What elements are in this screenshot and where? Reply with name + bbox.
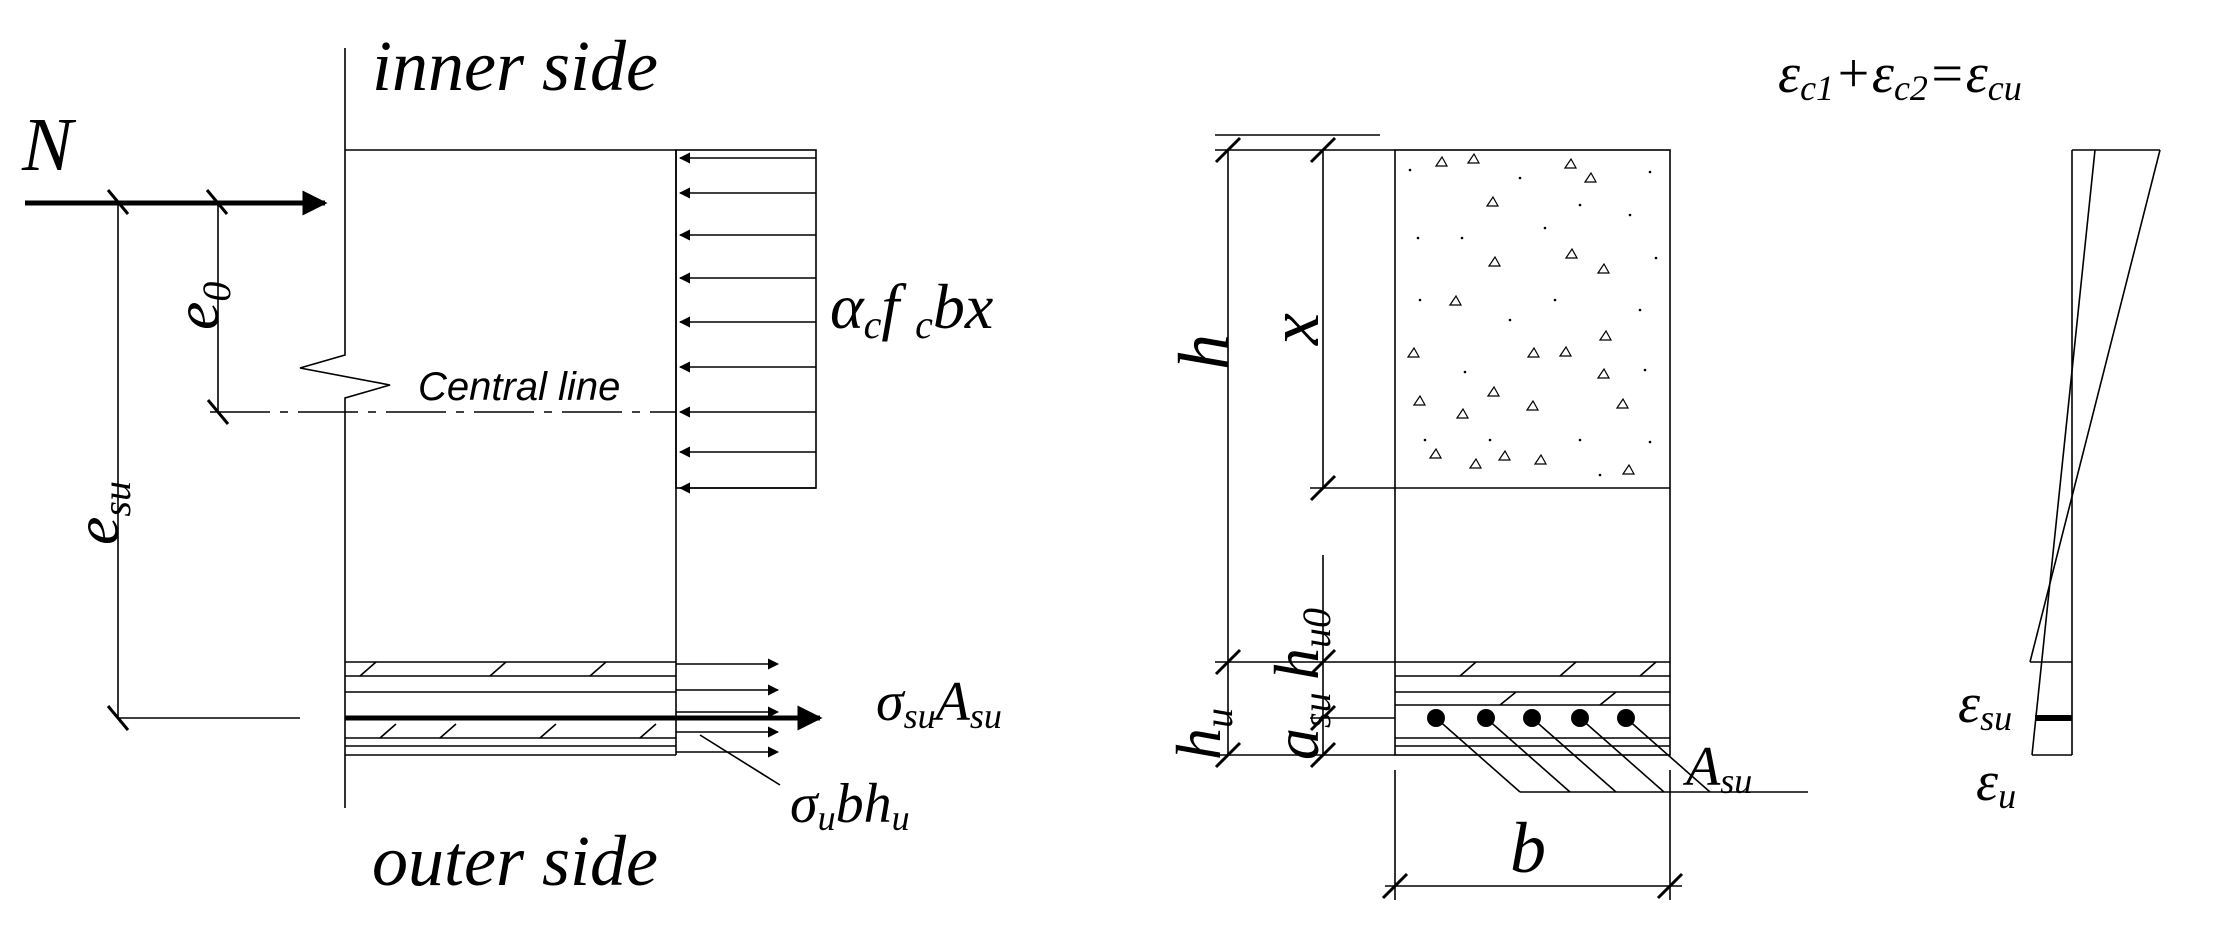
central-line-label: Central line — [418, 365, 620, 409]
strain-equation: εc1+εc2=εcu — [1778, 43, 2022, 108]
strain-line-1 — [2029, 149, 2161, 663]
rebars — [1427, 709, 1635, 727]
layer-force-arrows — [676, 658, 781, 786]
hu0-label: hu0 — [1261, 608, 1339, 680]
wall-left-edge — [299, 48, 391, 808]
inner-side-label: inner side — [372, 26, 658, 106]
reinforcement-layer — [345, 661, 676, 747]
middle-panel: Asu h hu x hu0 asu — [1163, 134, 1808, 900]
stress-block — [675, 149, 817, 489]
concrete-texture — [1406, 152, 1636, 475]
esu-top-tick — [106, 189, 130, 215]
layer-force-label: σubhu — [790, 773, 910, 838]
concrete-force-label: αcf cbx — [830, 271, 993, 347]
asu-label: Asu — [1682, 736, 1752, 801]
left-panel: inner side outer side N e0 Central line … — [21, 26, 1002, 901]
outer-side-label: outer side — [372, 821, 658, 901]
stress-block-arrows — [678, 152, 816, 494]
e0-label: e0 — [161, 282, 239, 330]
cross-section — [1394, 149, 1671, 756]
eps-u-label: εu — [1976, 751, 2016, 816]
h-label: h — [1164, 334, 1244, 370]
hu-label: hu — [1163, 708, 1241, 760]
eps-su-label: εsu — [1958, 673, 2012, 738]
asu-dim-label: asu — [1261, 692, 1339, 760]
steel-force-label: σsuAsu — [876, 671, 1002, 736]
concrete-dots — [1408, 168, 1658, 477]
x-label: x — [1254, 313, 1334, 346]
right-panel: εc1+εc2=εcu εsu εu — [1778, 43, 2161, 816]
b-label: b — [1510, 808, 1546, 888]
strain-line-2 — [2031, 149, 2096, 756]
asu-leaders — [1435, 717, 1808, 793]
esu-label: esu — [61, 481, 139, 545]
e0-top-tick — [205, 189, 229, 215]
axial-force-label: N — [21, 103, 77, 187]
